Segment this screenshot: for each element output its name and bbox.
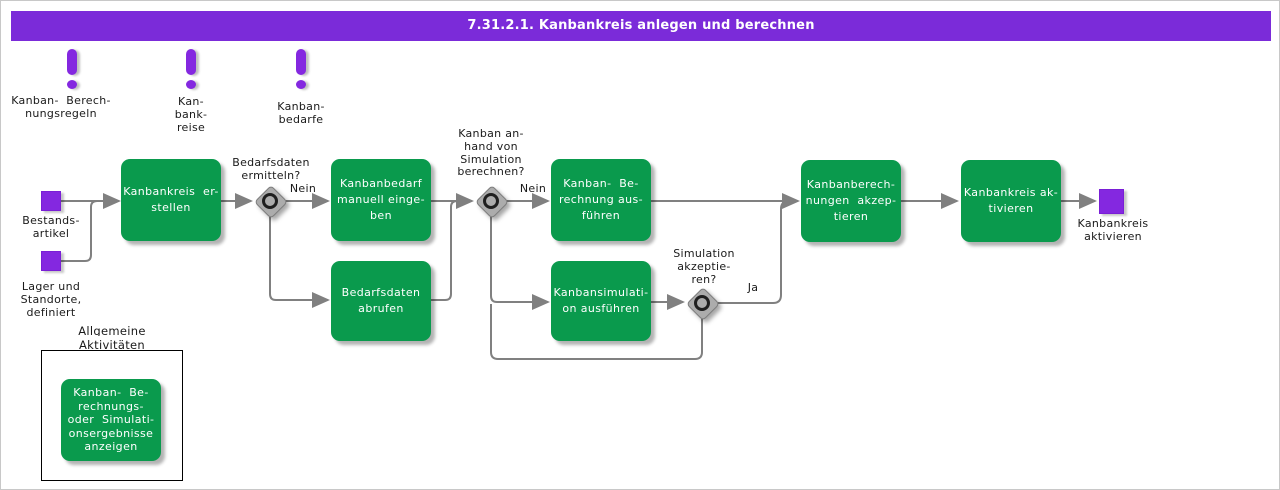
task-bedarfsdaten-abrufen[interactable]: Bedarfsdaten abrufen bbox=[331, 261, 431, 341]
end-event-label: Kanbankreis aktivieren bbox=[1077, 217, 1149, 243]
exclamation-dot-icon bbox=[296, 80, 306, 89]
section-title-line2: Aktivitäten bbox=[79, 339, 145, 349]
task-kanbanbedarf-manuell-eingeben[interactable]: Kanbanbedarf manuell einge- ben bbox=[331, 159, 431, 241]
edge-label-nein-1: Nein bbox=[289, 182, 317, 195]
start-event-square bbox=[41, 251, 61, 271]
exclamation-bar-icon bbox=[67, 49, 77, 75]
gateway-question: Kanban an- hand von Simulation berechnen… bbox=[457, 127, 525, 179]
task-kanban-berechnung-ausfuehren[interactable]: Kanban- Be- rechnung aus- führen bbox=[551, 159, 651, 241]
task-kanbanberechnungen-akzeptieren[interactable]: Kanbanberech- nungen akzep- tieren bbox=[801, 160, 901, 242]
start-event-label: Bestands- artikel bbox=[22, 214, 80, 240]
task-kanbankreis-erstellen[interactable]: Kanbankreis er- stellen bbox=[121, 159, 221, 241]
task-kanbankreis-aktivieren[interactable]: Kanbankreis ak- tivieren bbox=[961, 160, 1061, 242]
gateway-diamond-icon bbox=[686, 287, 720, 321]
input-label-kanbankreise: Kan- bank- reise bbox=[174, 95, 208, 134]
end-event-square bbox=[1099, 189, 1124, 214]
gateway-question: Simulation akzeptie- ren? bbox=[673, 247, 735, 286]
input-label-berechnungsregeln: Kanban- Berech- nungsregeln bbox=[11, 94, 111, 120]
input-label-kanbanbedarfe: Kanban- bedarfe bbox=[277, 100, 325, 126]
page-title: 7.31.2.1. Kanbankreis anlegen und berech… bbox=[11, 11, 1271, 41]
exclamation-dot-icon bbox=[186, 80, 196, 89]
gateway-diamond-icon bbox=[475, 185, 509, 219]
gateway-circle-icon bbox=[694, 295, 710, 311]
start-event-label: Lager und Standorte, definiert bbox=[20, 280, 82, 319]
section-title-line1: Allgemeine bbox=[78, 325, 146, 336]
gateway-question: Bedarfsdaten ermitteln? bbox=[232, 156, 310, 182]
exclamation-bar-icon bbox=[186, 49, 196, 75]
edge-label-ja: Ja bbox=[747, 281, 759, 294]
task-ergebnisse-anzeigen[interactable]: Kanban- Be- rechnungs- oder Simulati- on… bbox=[61, 379, 161, 461]
gateway-diamond-icon bbox=[254, 185, 288, 219]
gateway-circle-icon bbox=[262, 193, 278, 209]
start-event-square bbox=[41, 191, 61, 211]
gateway-circle-icon bbox=[483, 193, 499, 209]
edge-label-nein-2: Nein bbox=[519, 182, 547, 195]
exclamation-dot-icon bbox=[67, 80, 77, 89]
task-kanbansimulation-ausfuehren[interactable]: Kanbansimulati- on ausführen bbox=[551, 261, 651, 341]
exclamation-bar-icon bbox=[296, 49, 306, 75]
